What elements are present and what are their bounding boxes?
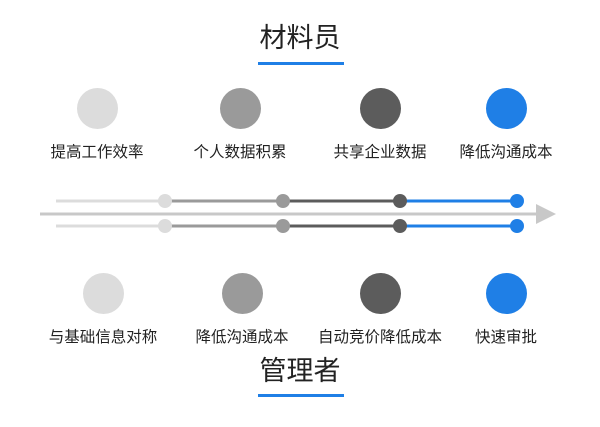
bottom-node-3-circle	[359, 273, 401, 314]
bottom-node-1: 与基础信息对称	[13, 273, 193, 347]
lower-track-dot-4	[510, 219, 524, 233]
top-node-3: 共享企业数据	[290, 88, 470, 162]
top-node-4: 降低沟通成本	[416, 88, 596, 162]
top-node-1-circle	[76, 88, 118, 129]
upper-track-dot-2	[276, 194, 290, 208]
upper-track-dot-4	[510, 194, 524, 208]
bottom-node-4-label: 快速审批	[474, 328, 537, 346]
top-node-1-label: 提高工作效率	[50, 143, 144, 161]
top-node-3-label: 共享企业数据	[333, 143, 427, 161]
top-node-2: 个人数据积累	[150, 88, 330, 162]
top-node-2-label: 个人数据积累	[193, 143, 287, 161]
lower-track-dot-2	[276, 219, 290, 233]
upper-track-dot-3	[393, 194, 407, 208]
bottom-title: 管理者	[259, 356, 341, 387]
bottom-title-underline	[258, 394, 344, 397]
bottom-node-2-circle	[221, 273, 263, 314]
top-node-1: 提高工作效率	[7, 88, 187, 162]
top-title-underline	[258, 62, 344, 65]
top-node-3-circle	[359, 88, 401, 129]
bottom-node-4: 快速审批	[416, 273, 596, 347]
top-node-4-circle	[485, 88, 527, 129]
bottom-node-3-label: 自动竞价降低成本	[317, 328, 442, 346]
lower-track-dot-1	[158, 219, 172, 233]
bottom-node-1-circle	[82, 273, 124, 314]
bottom-node-2: 降低沟通成本	[152, 273, 332, 347]
bottom-node-1-label: 与基础信息对称	[48, 328, 158, 346]
top-title: 材料员	[259, 23, 341, 54]
lower-track-dot-3	[393, 219, 407, 233]
top-node-4-label: 降低沟通成本	[459, 143, 553, 161]
bottom-node-3: 自动竞价降低成本	[290, 273, 470, 347]
timeline-arrow-head	[536, 204, 556, 224]
top-node-2-circle	[219, 88, 261, 129]
upper-track-dot-1	[158, 194, 172, 208]
bottom-node-2-label: 降低沟通成本	[195, 328, 289, 346]
bottom-node-4-circle	[485, 273, 527, 314]
